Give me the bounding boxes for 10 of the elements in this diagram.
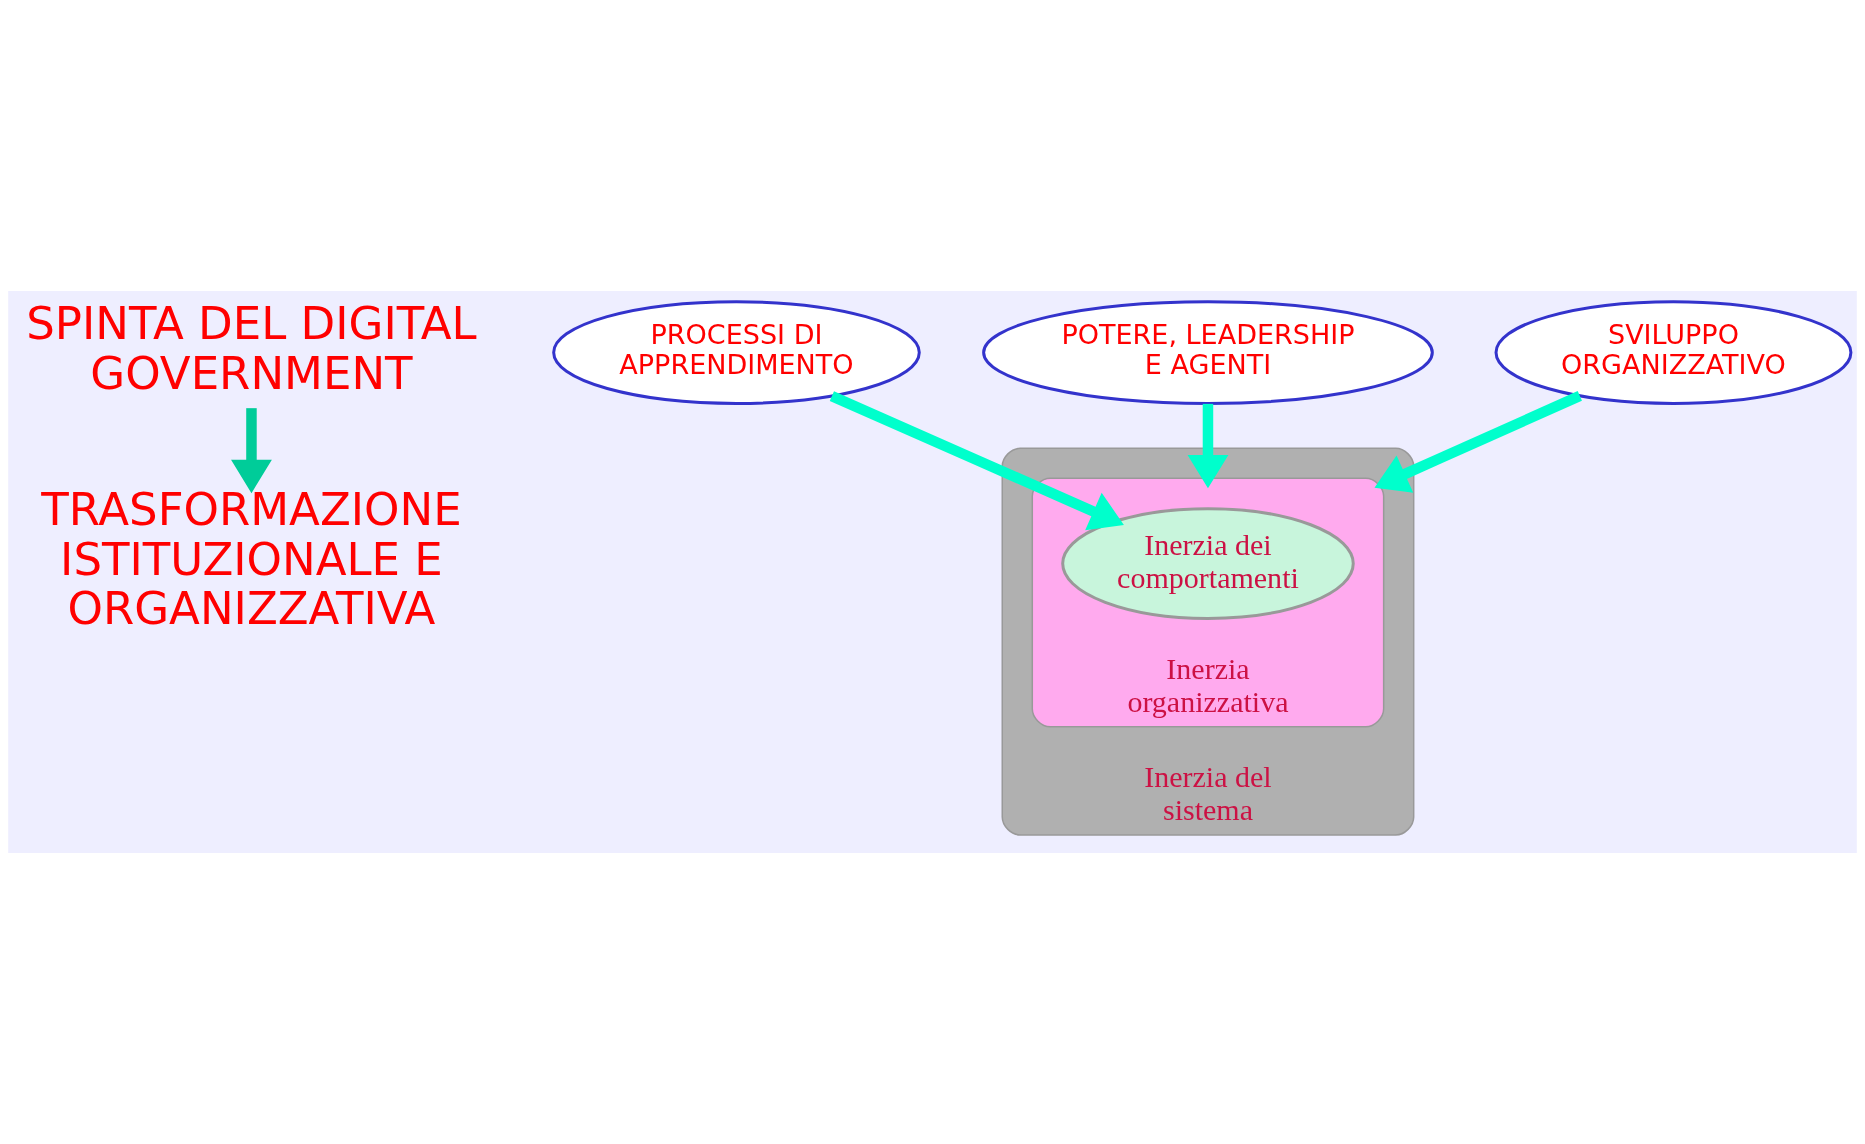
arrow [231,408,272,494]
node-ellipse: Inerzia dei comportamenti [1061,507,1355,620]
arrow [1187,403,1229,489]
node-ellipse: POTERE, LEADERSHIP E AGENTI [982,300,1434,405]
arrow [829,391,1124,531]
node-text: SPINTA DEL DIGITAL GOVERNMENT [26,297,477,400]
node-ellipse: PROCESSI DI APPRENDIMENTO [552,300,921,405]
node-text: TRASFORMAZIONE ISTITUZIONALE E ORGANIZZATIVA [41,483,462,636]
node-ellipse: SVILUPPO ORGANIZZATIVO [1494,300,1853,405]
arrow [1374,391,1582,493]
